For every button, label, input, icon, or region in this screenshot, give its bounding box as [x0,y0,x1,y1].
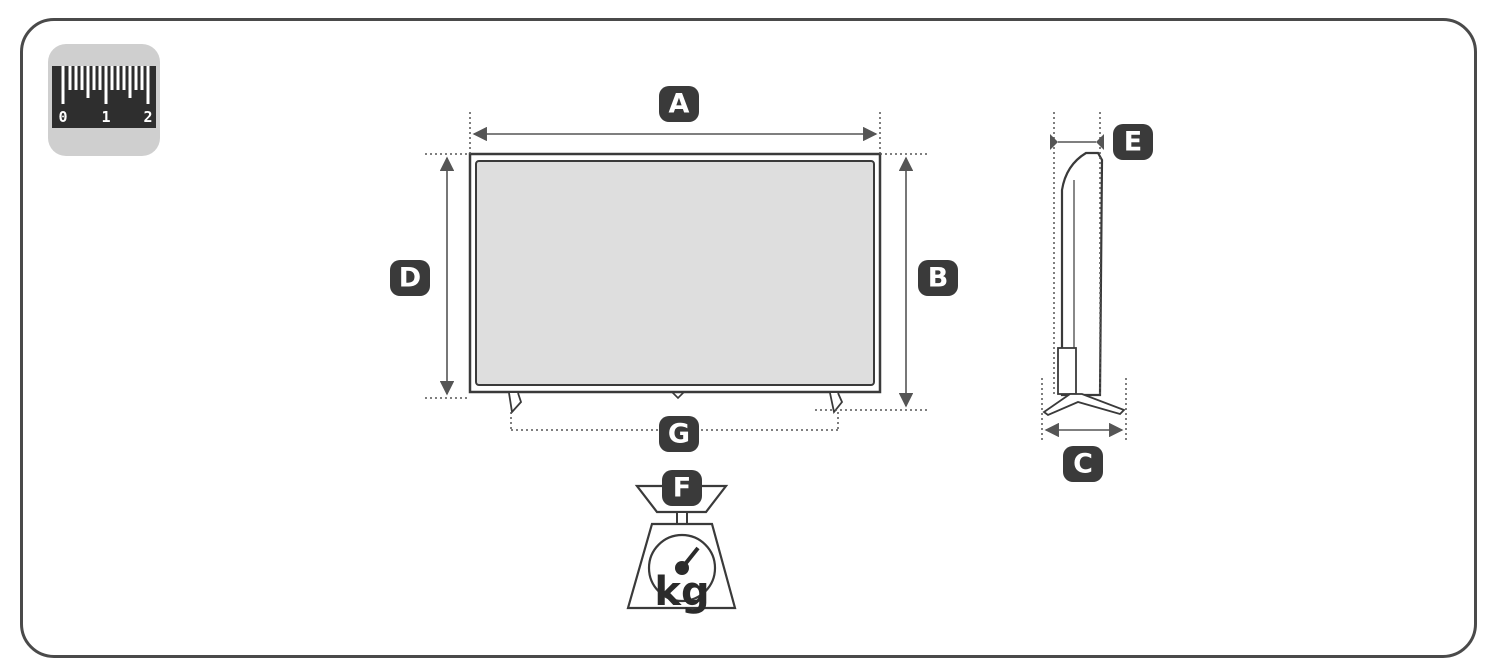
svg-text:C: C [1073,449,1093,480]
weighing-scale-icon: kg [626,484,737,615]
side-dimension-lines [1041,112,1127,440]
badge-g: G [659,416,699,452]
badge-f: F [662,470,702,506]
svg-text:A: A [669,89,690,120]
tv-side-view [1042,151,1126,417]
badge-e: E [1113,124,1153,160]
ruler-tick-0: 0 [58,108,67,126]
tv-dimensions-diagram: 0 1 2 [48,44,1153,615]
badge-d: D [390,260,430,296]
badge-a: A [659,86,699,122]
tv-front-view [468,152,882,415]
front-dimension-lines [425,112,930,431]
svg-text:F: F [673,473,691,504]
badge-c: C [1063,446,1103,482]
svg-text:D: D [399,263,421,294]
ruler-tick-2: 2 [143,108,152,126]
svg-text:E: E [1124,127,1142,158]
svg-text:G: G [668,419,690,450]
ruler-tick-1: 1 [101,108,110,126]
ruler-icon: 0 1 2 [48,44,160,156]
scale-unit: kg [654,569,709,615]
svg-text:B: B [928,263,949,294]
badge-b: B [918,260,958,296]
